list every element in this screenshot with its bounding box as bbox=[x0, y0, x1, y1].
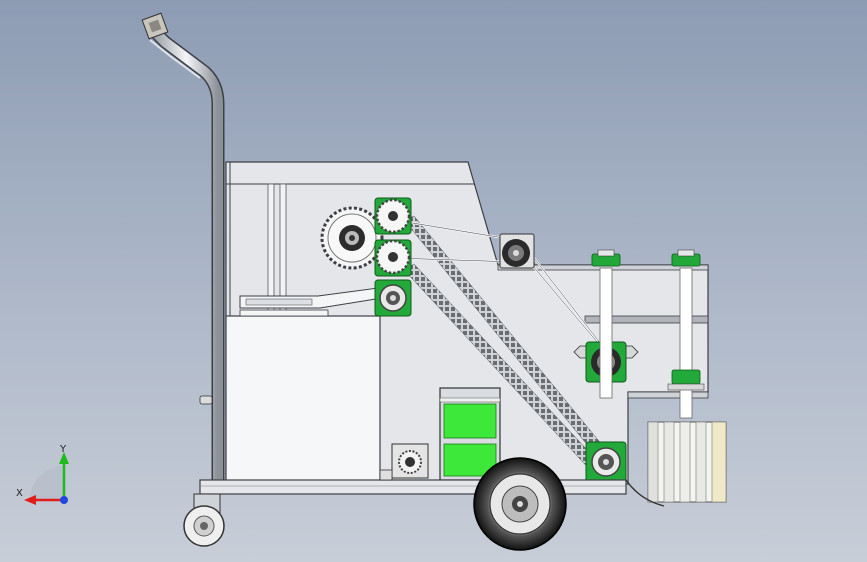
lever-arm bbox=[239, 287, 383, 317]
bearing-block-lower bbox=[374, 279, 412, 317]
y-axis-label: Y bbox=[59, 444, 67, 455]
small-block bbox=[379, 469, 393, 481]
x-axis-label: X bbox=[16, 488, 23, 499]
side-knob bbox=[199, 395, 213, 405]
collection-bin bbox=[439, 387, 501, 481]
tensioner-pulley bbox=[499, 233, 535, 269]
z-axis-dot bbox=[60, 496, 68, 504]
cable bbox=[625, 479, 665, 507]
handle bbox=[148, 25, 225, 489]
drive-motor bbox=[391, 443, 429, 479]
roller-drum bbox=[647, 421, 727, 503]
caster-wheel bbox=[183, 493, 225, 547]
orientation-triad[interactable]: Y X bbox=[16, 444, 69, 505]
bearing-block-top bbox=[374, 197, 412, 235]
shaft-right bbox=[667, 249, 705, 419]
large-gear bbox=[320, 206, 384, 270]
main-wheel bbox=[473, 457, 567, 551]
bearing-block-bottom bbox=[585, 441, 627, 483]
tank-box bbox=[225, 315, 381, 483]
handle-grip bbox=[141, 12, 169, 40]
bearing-block-middle bbox=[374, 239, 412, 277]
shaft-left bbox=[591, 249, 621, 399]
